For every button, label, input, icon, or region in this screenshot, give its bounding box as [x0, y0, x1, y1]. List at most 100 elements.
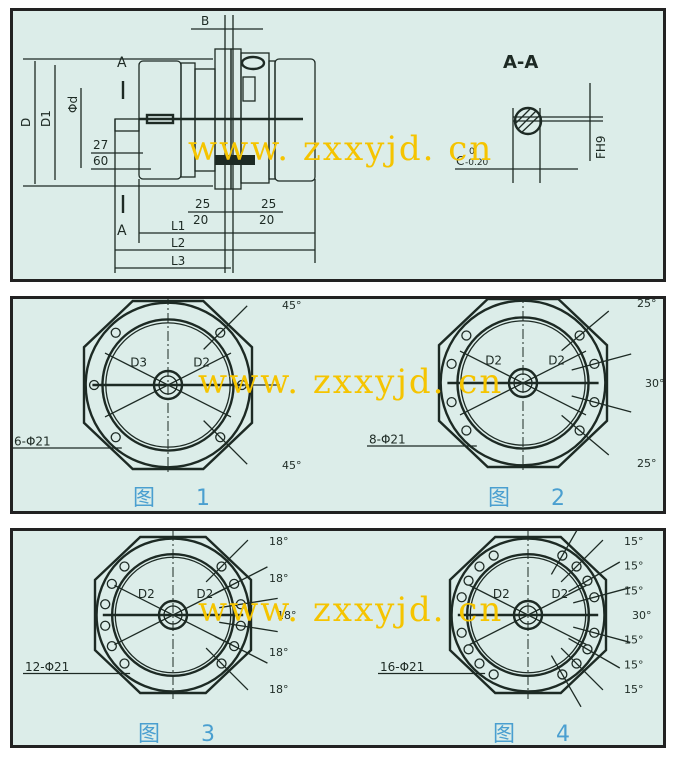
angle-label: 15°	[624, 634, 644, 647]
angle-leader	[214, 635, 268, 664]
section-mark-bottom: A	[117, 223, 127, 239]
angle-leader	[560, 539, 604, 583]
bolt-hole	[571, 561, 582, 572]
shaft-end	[114, 118, 140, 132]
bolt-hole	[461, 330, 472, 341]
angle-leader	[568, 637, 621, 669]
figure-caption-char: 图	[133, 486, 155, 511]
angle-leader	[219, 621, 278, 633]
d-label: D	[19, 118, 33, 127]
angle-leader	[561, 414, 610, 456]
bolt-hole	[235, 620, 246, 631]
c-tol-upper: 0	[469, 147, 475, 157]
bolt-hole	[582, 575, 593, 586]
figure-caption-number: 2	[551, 486, 565, 511]
angle-leader	[214, 566, 268, 595]
bolt-hole	[589, 592, 600, 603]
bolt-hole	[229, 641, 240, 652]
d-label-right: D2	[193, 356, 210, 370]
angle-label: 18°	[269, 535, 289, 548]
bolt-hole	[463, 644, 474, 655]
figure-caption-char: 图	[493, 722, 515, 747]
flange-outline	[437, 299, 609, 469]
dim-27: 27	[93, 138, 108, 152]
flange-outline	[448, 535, 608, 695]
d-label-left: D3	[130, 356, 147, 370]
angle-leader	[550, 655, 582, 708]
angle-label: 18°	[269, 646, 289, 659]
bolt-hole	[446, 396, 457, 408]
coupling-side-view-drawing: D D1 Φd 27 60 A A B 25 20 25	[19, 14, 608, 273]
angle-label: 15°	[624, 683, 644, 696]
c-tol-lower: -0.20	[465, 158, 489, 168]
l2-label: L2	[171, 236, 185, 250]
bolt-hole	[582, 644, 593, 655]
angle-leader	[203, 420, 248, 465]
angle-leader	[550, 531, 578, 575]
angle-leader	[560, 647, 604, 691]
dim-25-left: 25	[195, 197, 210, 211]
bolt-hole	[215, 432, 226, 443]
angle-label: 15°	[624, 560, 644, 573]
d-diameter-line-2	[459, 350, 587, 416]
figure-caption-char: 图	[138, 722, 160, 747]
dim-20-right: 20	[259, 213, 274, 227]
bolt-hole	[574, 330, 585, 341]
section-title: A-A	[503, 52, 538, 73]
angle-label: 30°	[632, 609, 652, 622]
angle-leader	[219, 597, 278, 609]
bolt-hole	[474, 658, 485, 669]
watermark: www. zxxyjd. cn	[198, 362, 503, 402]
flange-figure-3: D2 D2 12-Φ21 18° 18° 18° 18° 18° 图 3	[23, 531, 297, 747]
bolt-hole	[571, 658, 582, 669]
angle-label: 30°	[645, 377, 665, 390]
bolt-hole	[557, 669, 568, 680]
d-label-right: D2	[196, 587, 213, 601]
bolt-hole	[589, 358, 600, 370]
bolt-hole	[235, 599, 246, 610]
bolt-hole	[574, 425, 585, 436]
bolt-hole-count-label: 12-Φ21	[25, 660, 69, 674]
figure-caption-number: 4	[556, 722, 570, 747]
bolt-hole-count-label: 6-Φ21	[14, 434, 51, 448]
angle-label: 18°	[269, 572, 289, 585]
angle-label: 45°	[282, 299, 302, 312]
figure-caption-number: 3	[201, 722, 215, 747]
angle-leader	[205, 647, 249, 691]
l1-label: L1	[171, 219, 185, 233]
bolt-hole	[589, 396, 600, 408]
bolt-bottom	[215, 155, 255, 165]
bolt-hole	[110, 432, 121, 443]
dim-60: 60	[93, 154, 108, 168]
bolt-hole	[119, 561, 130, 572]
angle-leader	[568, 561, 621, 593]
bolt-hole	[589, 627, 600, 638]
angle-leader	[573, 626, 631, 644]
bolt-hole	[119, 658, 130, 669]
coupling-side-view-panel: D D1 Φd 27 60 A A B 25 20 25	[10, 8, 666, 282]
d1-label: D1	[39, 110, 53, 127]
angle-label: 18°	[277, 609, 297, 622]
bolt-hole	[106, 641, 117, 652]
bolt-hole	[100, 599, 111, 610]
d-diameter-line-2	[469, 584, 587, 646]
watermark: www. zxxyjd. cn	[198, 590, 503, 630]
d-label-left: D2	[138, 587, 155, 601]
angle-leader	[203, 305, 248, 350]
angle-label: 25°	[637, 457, 657, 470]
bolt-hole	[106, 578, 117, 589]
angle-label: 18°	[269, 683, 289, 696]
angle-label: 15°	[624, 658, 644, 671]
l3-label: L3	[171, 254, 185, 268]
bolt-hole	[446, 358, 457, 370]
figure-caption-char: 图	[488, 486, 510, 511]
bolt-hole	[474, 561, 485, 572]
eyebolt	[240, 55, 266, 71]
angle-leader	[571, 395, 632, 413]
bolt-hole	[100, 620, 111, 631]
